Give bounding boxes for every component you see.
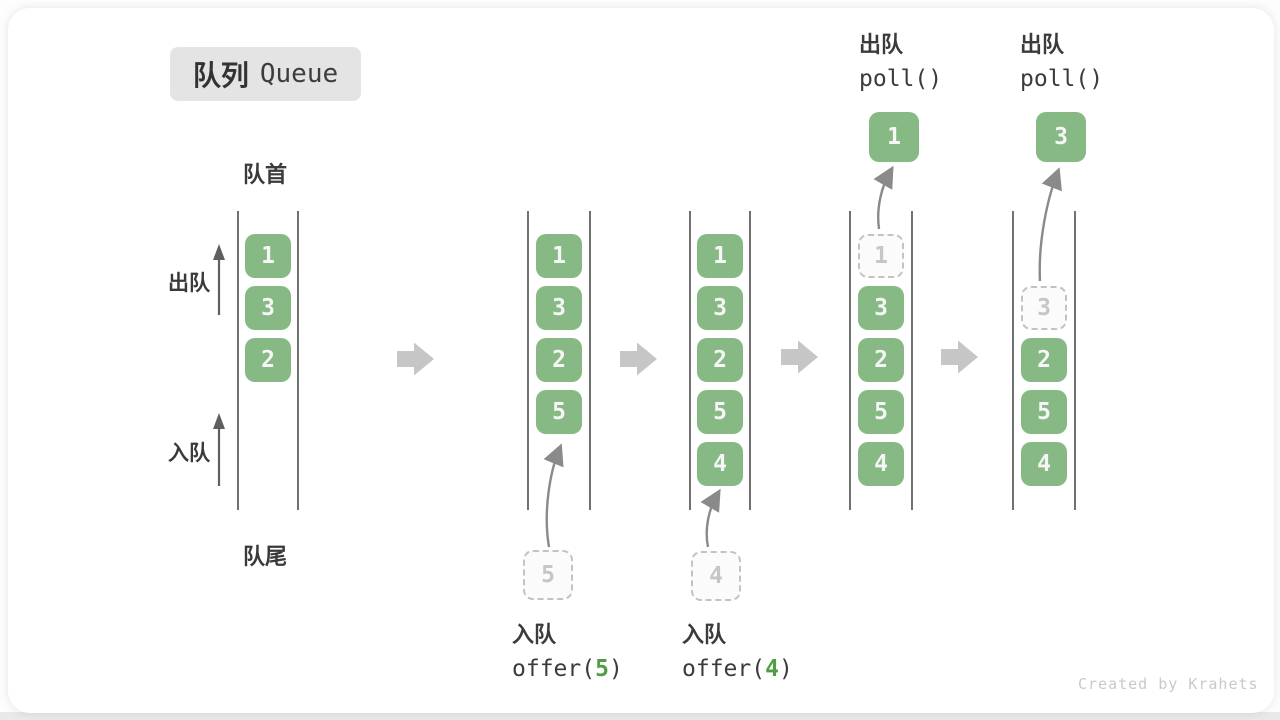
queue-box-5: 5	[697, 390, 743, 434]
enqueue-label: 入队	[168, 442, 210, 465]
title-badge: 队列 Queue	[170, 47, 361, 101]
operation-arrows	[543, 165, 1062, 548]
code-prefix: offer(	[682, 656, 766, 682]
title-en: Queue	[259, 59, 339, 89]
outgoing-box-3: 3	[1036, 112, 1086, 162]
dequeue-3-arrow	[1038, 167, 1062, 282]
state-transition-arrows	[397, 340, 978, 376]
caption-code: poll()	[1020, 62, 1103, 96]
queue-box-5: 5	[536, 390, 582, 434]
caption-label: 出队	[859, 32, 904, 57]
queue-box-1: 1	[858, 234, 904, 278]
queue-box-2: 2	[536, 338, 582, 382]
queue-box-1: 1	[697, 234, 743, 278]
queue-box-2: 2	[858, 338, 904, 382]
code-text: poll()	[1020, 66, 1104, 92]
queue-box-3: 3	[1021, 286, 1067, 330]
queue-box-4: 4	[858, 442, 904, 486]
code-suffix: )	[608, 656, 623, 682]
caption-enqueue-4: 入队 offer(4)	[682, 618, 793, 686]
dequeue-label: 出队	[168, 272, 210, 295]
queue-box-5: 5	[858, 390, 904, 434]
enqueue-direction-arrow	[213, 413, 225, 486]
code-suffix: )	[778, 656, 793, 682]
queue-box-1: 1	[245, 234, 291, 278]
code-arg: 4	[765, 656, 779, 682]
caption-enqueue-5: 入队 offer(5)	[512, 618, 623, 686]
queue-box-4: 4	[1021, 442, 1067, 486]
queue-box-3: 3	[536, 286, 582, 330]
outgoing-box-1: 1	[869, 112, 919, 162]
caption-dequeue-1: 出队 poll()	[859, 28, 942, 96]
watermark: Created by Krahets	[1078, 675, 1259, 693]
caption-code: offer(5)	[512, 652, 623, 686]
code-arg: 5	[595, 656, 609, 682]
queue-box-2: 2	[697, 338, 743, 382]
code-text: poll()	[859, 66, 943, 92]
queue-box-1: 1	[536, 234, 582, 278]
caption-code: offer(4)	[682, 652, 793, 686]
caption-label: 出队	[1020, 32, 1065, 57]
code-prefix: offer(	[512, 656, 596, 682]
queue-box-3: 3	[858, 286, 904, 330]
caption-code: poll()	[859, 62, 942, 96]
caption-label: 入队	[682, 622, 727, 647]
incoming-box-4: 4	[691, 551, 741, 601]
page-edge	[0, 712, 1280, 720]
caption-label: 入队	[512, 622, 557, 647]
enqueue-5-arrow	[543, 443, 564, 548]
queue-box-2: 2	[245, 338, 291, 382]
title-zh: 队列	[192, 60, 249, 91]
dequeue-1-arrow	[873, 165, 894, 230]
dequeue-direction-arrow	[213, 244, 225, 315]
incoming-box-5: 5	[523, 550, 573, 600]
rear-label: 队尾	[243, 544, 288, 569]
queue-box-4: 4	[697, 442, 743, 486]
enqueue-4-arrow	[700, 488, 721, 548]
queue-box-3: 3	[697, 286, 743, 330]
front-label: 队首	[243, 162, 288, 187]
caption-dequeue-3: 出队 poll()	[1020, 28, 1103, 96]
queue-box-5: 5	[1021, 390, 1067, 434]
queue-walls	[237, 211, 1076, 510]
queue-box-3: 3	[245, 286, 291, 330]
queue-box-2: 2	[1021, 338, 1067, 382]
